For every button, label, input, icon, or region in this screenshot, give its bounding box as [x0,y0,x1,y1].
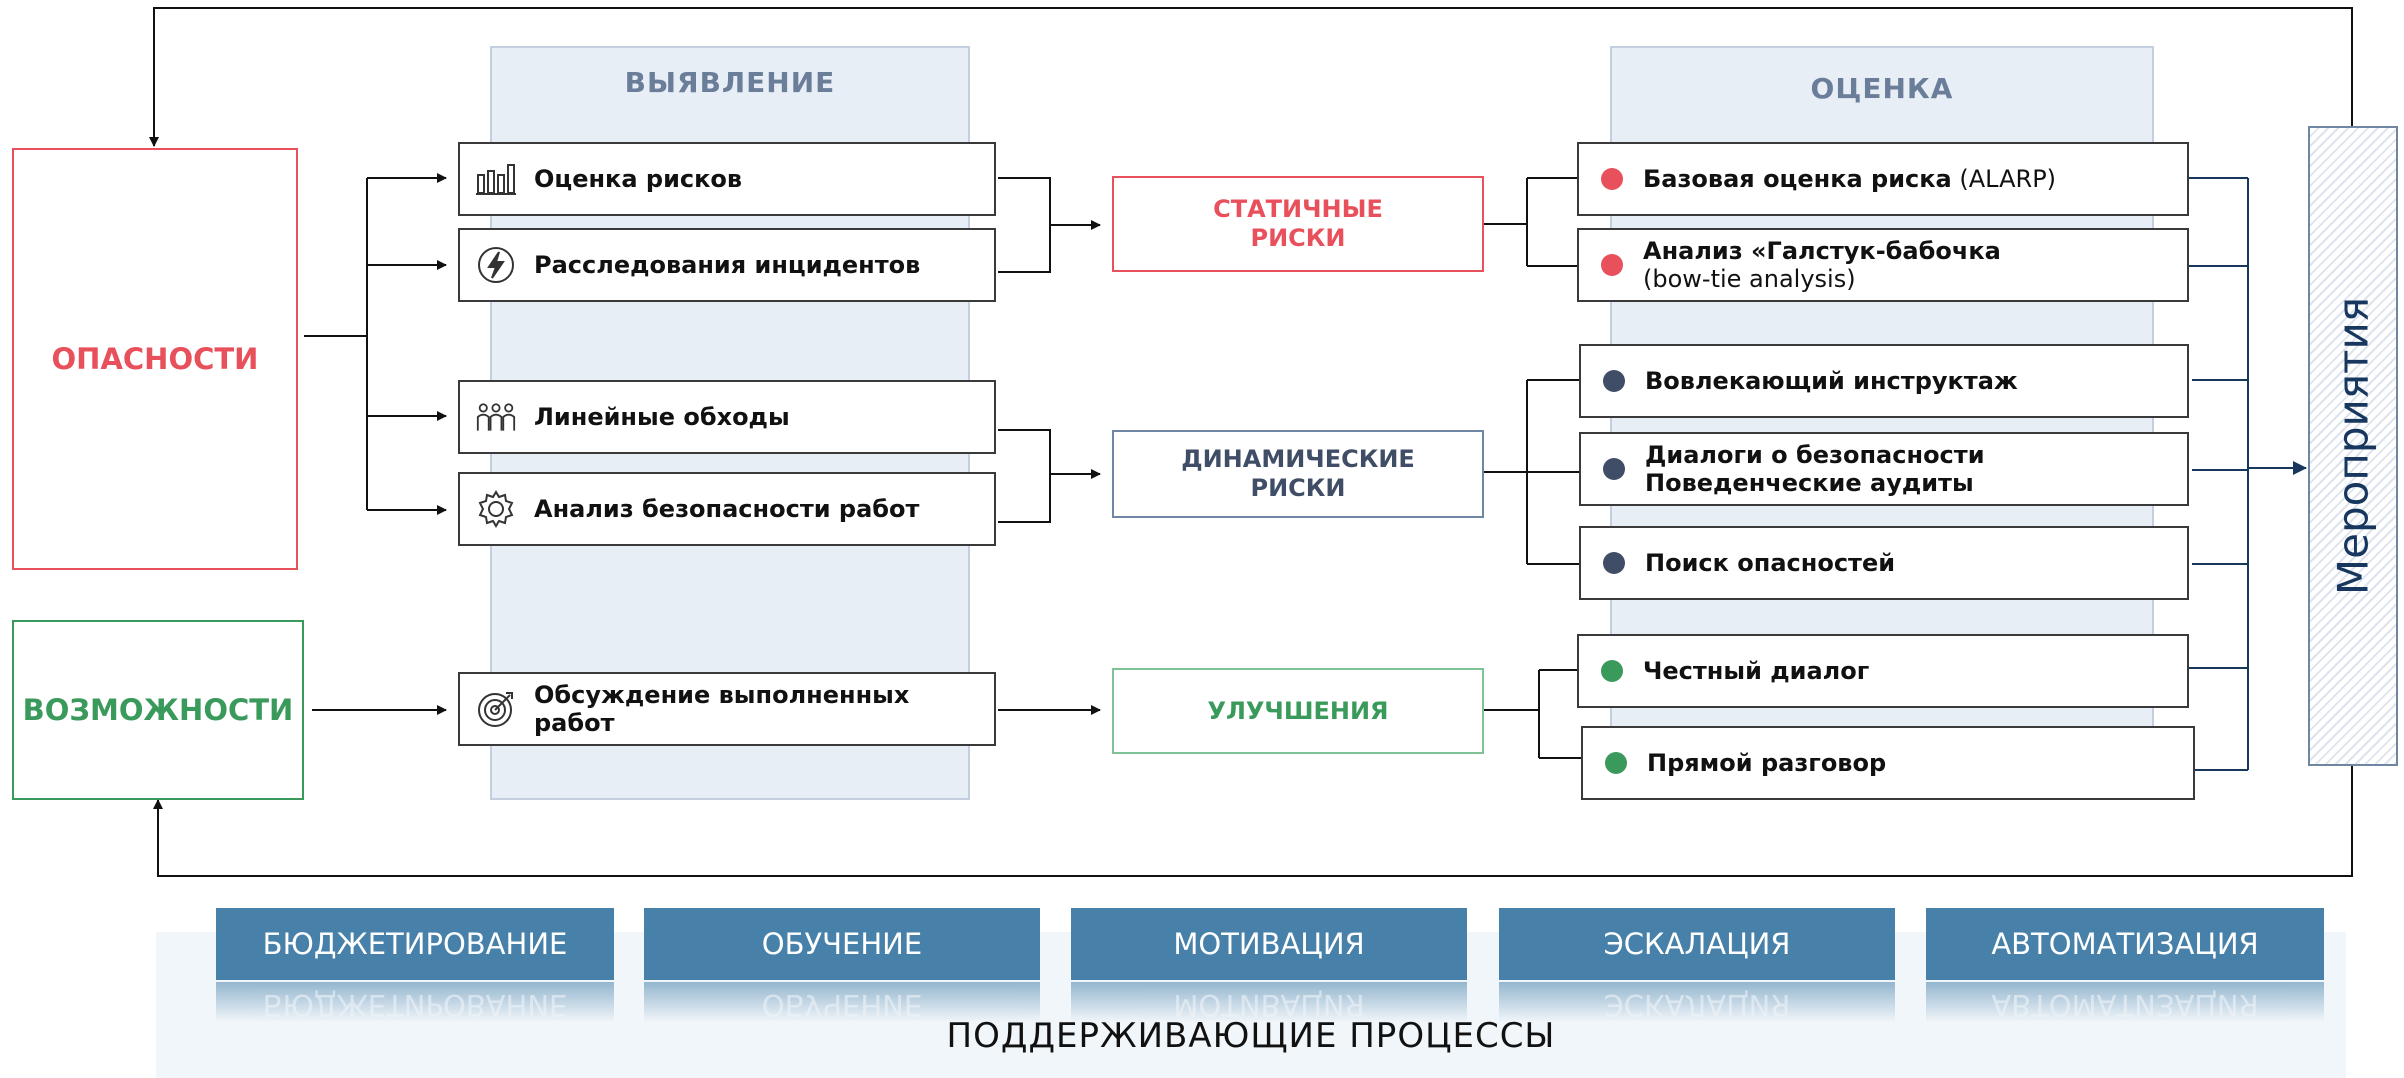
detection-item-after-action-review: Обсуждение выполненных работ [458,672,996,746]
actions-label: Мероприятия [2328,296,2378,596]
status-dot [1601,168,1623,190]
detection-column-title: ВЫЯВЛЕНИЕ [624,66,836,99]
detection-item-job-safety-analysis: Анализ безопасности работ [458,472,996,546]
evaluation-item-label: Диалоги о безопасности [1645,441,1985,469]
feedback-loop-bottom [153,760,2353,877]
status-dot [1601,254,1623,276]
supporting-tile-budgeting: БЮДЖЕТИРОВАНИЕ [216,908,614,980]
supporting-tile-training: ОБУЧЕНИЕ [644,908,1040,980]
hazards-label: ОПАСНОСТИ [51,342,259,376]
evaluation-item-engaging-briefing: Вовлекающий инструктаж [1579,344,2189,418]
status-dot [1603,458,1625,480]
supporting-tile-label: ЭСКАЛАЦИЯ [1603,927,1791,961]
hazards-box: ОПАСНОСТИ [12,148,298,570]
supporting-tile-label: БЮДЖЕТИРОВАНИЕ [262,927,568,961]
improvements-label: УЛУЧШЕНИЯ [1207,696,1389,725]
evaluation-item-alarp: Базовая оценка риска (ALARP) [1577,142,2189,216]
supporting-tile-label: ОБУЧЕНИЕ [761,927,923,961]
detection-item-label: Анализ безопасности работ [534,495,920,523]
status-dot [1603,370,1625,392]
static-risks-line2: РИСКИ [1250,224,1346,252]
supporting-tile-motivation: МОТИВАЦИЯ [1071,908,1467,980]
static-risks-box: СТАТИЧНЫЕ РИСКИ [1112,176,1484,272]
supporting-tile-label: АВТОМАТИЗАЦИЯ [1991,927,2259,961]
evaluation-item-label: Поиск опасностей [1645,549,1896,577]
evaluation-item-line2: (bow-tie analysis) [1643,265,1856,293]
bar-chart-icon [476,159,516,199]
detection-item-label: Оценка рисков [534,165,743,193]
dynamic-risks-line2: РИСКИ [1250,474,1346,502]
status-dot [1601,660,1623,682]
static-risks-line1: СТАТИЧНЫЕ [1213,195,1383,223]
actions-box: Мероприятия [2308,126,2398,766]
evaluation-item-label: Анализ «Галстук-бабочка [1643,237,2001,265]
evaluation-item-hazard-hunt: Поиск опасностей [1579,526,2189,600]
evaluation-item-label: Честный диалог [1643,657,1870,685]
dynamic-risks-box: ДИНАМИЧЕСКИЕ РИСКИ [1112,430,1484,518]
people-group-icon [476,397,516,437]
evaluation-item-honest-dialogue: Честный диалог [1577,634,2189,708]
detection-item-label: Линейные обходы [534,403,790,431]
detection-item-label: Обсуждение выполненных работ [534,681,910,737]
opportunities-label: ВОЗМОЖНОСТИ [22,693,294,727]
evaluation-item-suffix: (ALARP) [1951,165,2057,193]
detection-item-label: Расследования инцидентов [534,251,921,279]
evaluation-item-label: Вовлекающий инструктаж [1645,367,2018,395]
status-dot [1603,552,1625,574]
lightning-icon [476,245,516,285]
detection-item-incident-investigation: Расследования инцидентов [458,228,996,302]
supporting-tile-escalation: ЭСКАЛАЦИЯ [1499,908,1895,980]
target-icon [476,689,516,729]
evaluation-item-line2: Поведенческие аудиты [1645,469,1974,497]
evaluation-item-label: Прямой разговор [1647,749,1887,777]
assessment-column-title: ОЦЕНКА [1810,72,1954,105]
evaluation-item-label: Базовая оценка риска [1643,165,1952,193]
evaluation-item-direct-talk: Прямой разговор [1581,726,2195,800]
improvements-box: УЛУЧШЕНИЯ [1112,668,1484,754]
supporting-tile-label: МОТИВАЦИЯ [1173,927,1365,961]
detection-item-line-walks: Линейные обходы [458,380,996,454]
detection-item-risk-assessment: Оценка рисков [458,142,996,216]
gear-icon [476,489,516,529]
status-dot [1605,752,1627,774]
supporting-processes-caption: ПОДДЕРЖИВАЮЩИЕ ПРОЦЕССЫ [946,1016,1556,1056]
supporting-tile-automation: АВТОМАТИЗАЦИЯ [1926,908,2324,980]
opportunities-box: ВОЗМОЖНОСТИ [12,620,304,800]
dynamic-risks-line1: ДИНАМИЧЕСКИЕ [1181,445,1415,473]
evaluation-item-bowtie: Анализ «Галстук-бабочка(bow-tie analysis… [1577,228,2189,302]
